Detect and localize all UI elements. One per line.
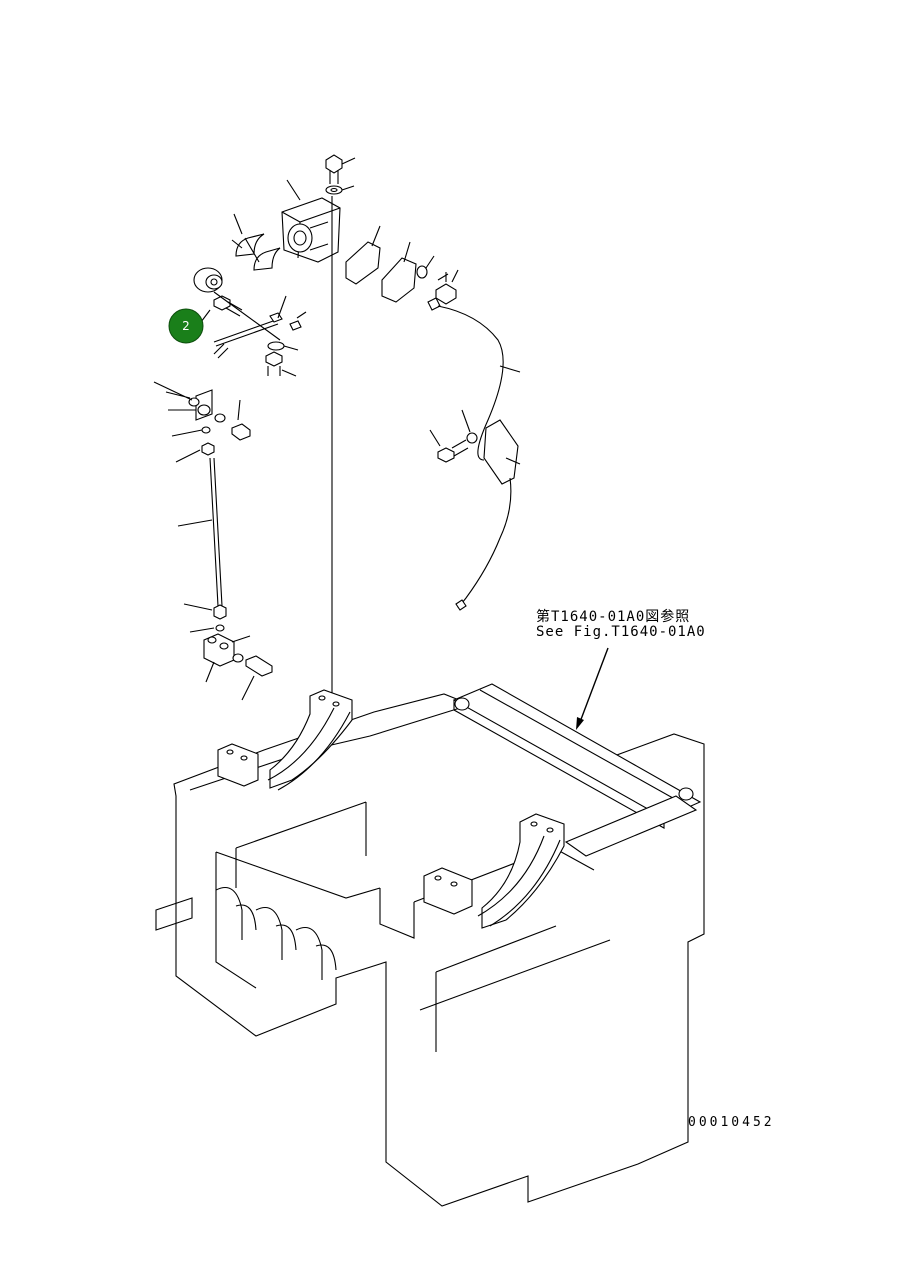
pin-icon xyxy=(289,311,307,331)
callout-badge[interactable]: 2 xyxy=(168,308,204,344)
mount-bracket-icon xyxy=(281,179,341,263)
grommet-icon xyxy=(193,267,223,293)
reference-text-english: See Fig.T1640-01A0 xyxy=(536,624,706,640)
right-saddle-icon xyxy=(423,813,565,929)
grommet-leader-line xyxy=(213,291,281,341)
top-bolt-icon xyxy=(325,154,356,184)
rod-icon xyxy=(213,295,287,347)
clip-washer-group-icon xyxy=(153,343,251,463)
long-rod-icon xyxy=(177,457,223,607)
drawing-number: 00010452 xyxy=(688,1115,775,1130)
cross-bar-icon xyxy=(452,683,702,857)
reference-arrow-icon xyxy=(576,647,609,730)
lower-bolt-icon xyxy=(265,341,299,377)
sensor-clamp-bolt-icon xyxy=(429,409,478,463)
rod-end-hardware-icon xyxy=(183,603,273,701)
frame-ribs-icon xyxy=(215,886,337,980)
cover-washer-bolt-icon xyxy=(416,255,459,305)
cover-plate-icon xyxy=(381,241,417,303)
reference-text-japanese: 第T1640-01A0図参照 xyxy=(536,609,691,625)
small-bolt-icon xyxy=(194,295,243,331)
callout-label: 2 xyxy=(182,319,190,333)
gasket-icon xyxy=(345,225,381,285)
left-saddle-icon xyxy=(217,689,353,791)
top-washer-icon xyxy=(325,185,355,195)
bushing-halves-icon xyxy=(231,213,281,271)
sensor-cable-icon xyxy=(427,297,521,611)
